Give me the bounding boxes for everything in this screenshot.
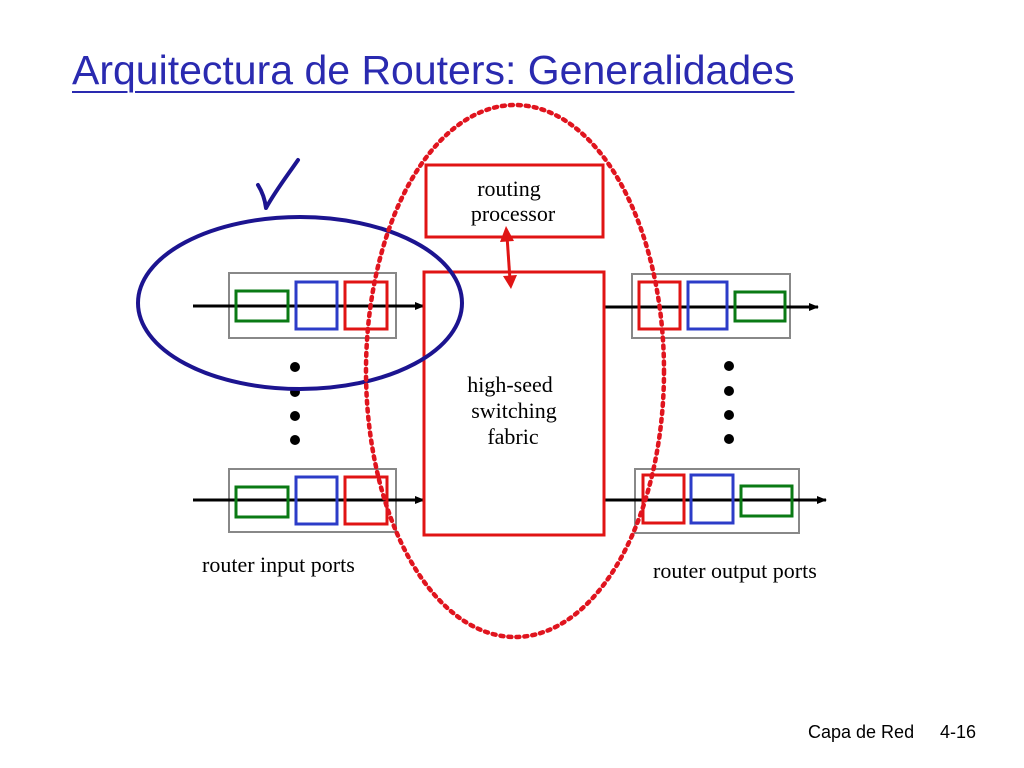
output-port-1 xyxy=(598,273,819,339)
input-port-highlight-ellipse xyxy=(136,215,464,391)
input-ports-label: router input ports xyxy=(202,552,355,577)
queue-blue-packet xyxy=(294,280,339,331)
routing-processor: routing processor xyxy=(424,163,605,239)
footer-page-number: 4-16 xyxy=(940,722,977,742)
queue-red-packet xyxy=(343,475,389,526)
queue-blue-packet xyxy=(689,473,735,525)
switching-fabric-label-line1: high-seed xyxy=(467,372,553,397)
output-ports-label: router output ports xyxy=(653,558,817,583)
switching-fabric-label-line3: fabric xyxy=(487,424,539,449)
queue-blue-packet xyxy=(686,280,729,331)
footer-section-name: Capa de Red xyxy=(808,722,915,742)
queue-green-packet xyxy=(733,290,787,323)
queue-red-packet xyxy=(637,280,682,331)
queue-green-packet xyxy=(234,485,290,519)
input-port-2 xyxy=(193,468,425,533)
queue-green-packet xyxy=(739,484,794,518)
routing-processor-label-line2: processor xyxy=(471,201,556,226)
queue-red-packet xyxy=(641,473,686,525)
switching-fabric-label-line2: switching xyxy=(471,398,557,423)
queue-blue-packet xyxy=(294,475,339,526)
slide-title: Arquitectura de Routers: Generalidades xyxy=(72,47,795,93)
input-port-1 xyxy=(193,272,425,339)
check-icon xyxy=(256,158,300,210)
routing-processor-label-line1: routing xyxy=(477,176,541,201)
output-ports-ellipsis xyxy=(724,361,734,444)
queue-green-packet xyxy=(234,289,290,323)
switching-fabric: high-seed switching fabric xyxy=(422,270,606,537)
output-port-2 xyxy=(600,468,827,534)
input-ports-ellipsis xyxy=(290,362,300,445)
processor-fabric-link xyxy=(500,226,517,289)
fabric-highlight-ellipse xyxy=(363,102,667,640)
